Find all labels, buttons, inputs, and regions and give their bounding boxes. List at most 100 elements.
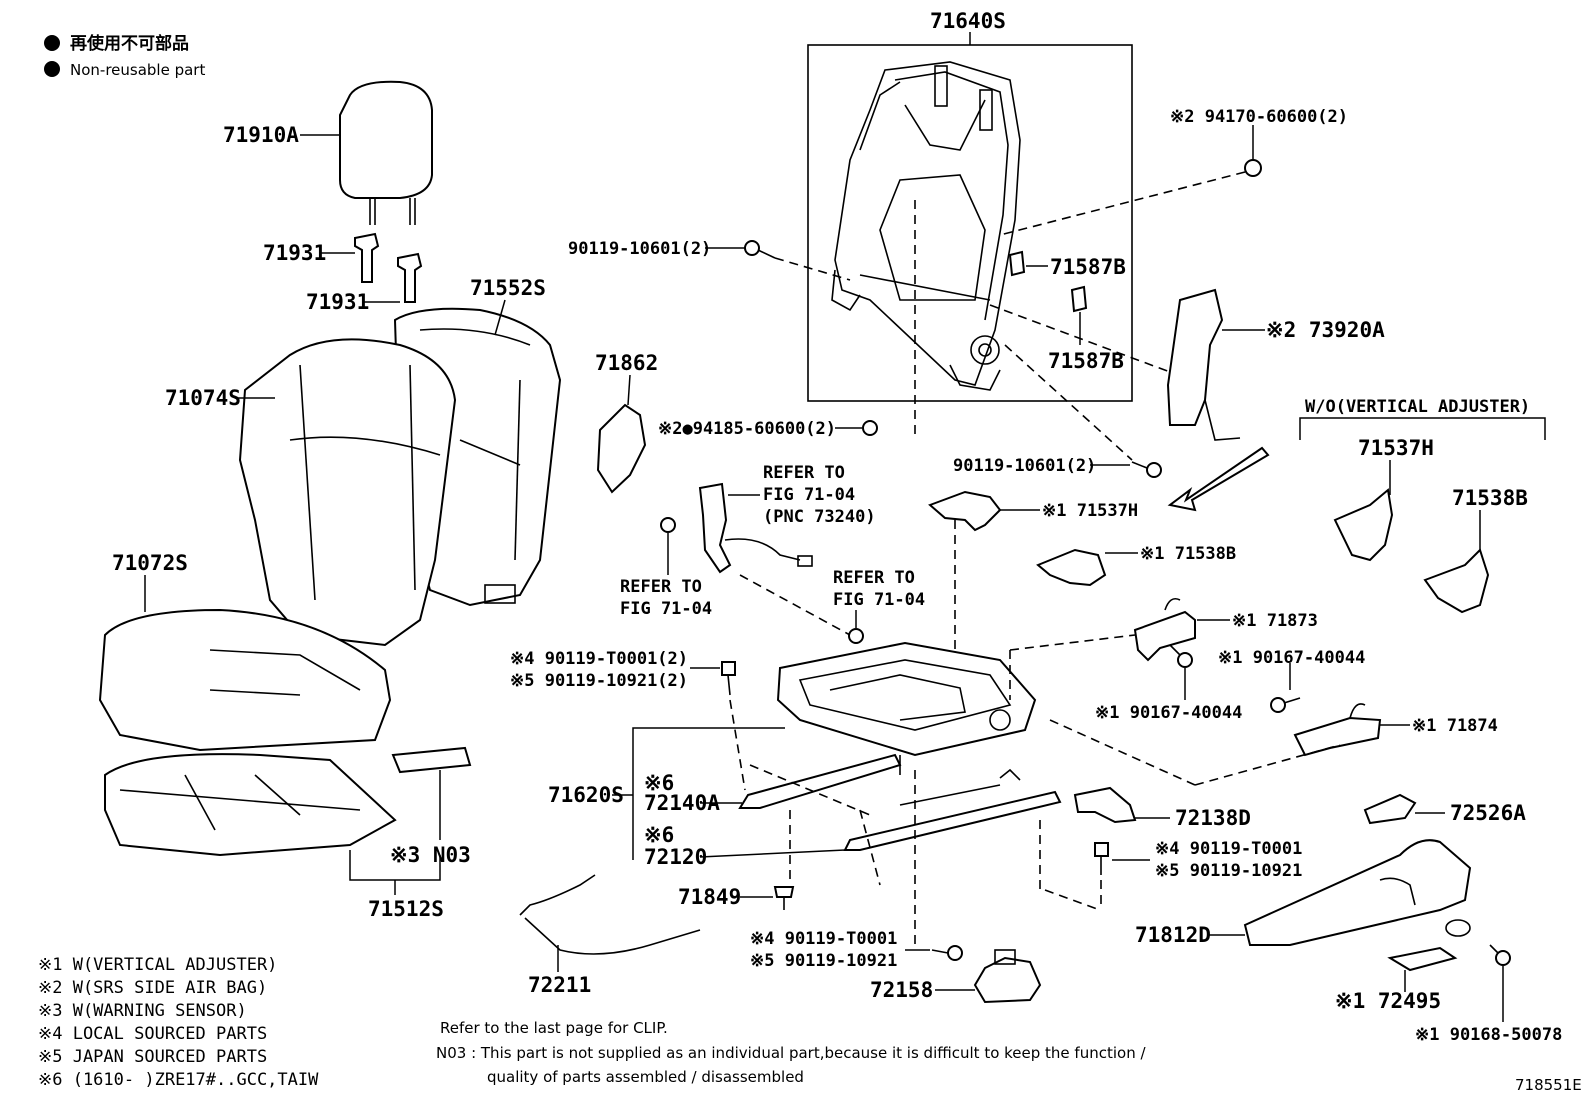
seat-cushion-pad-drawing [104,753,397,857]
height-adjuster-link-drawing [1036,548,1107,587]
part-94170-60600[interactable]: ※2 94170-60600(2) [1170,107,1348,127]
part-72158[interactable]: 72158 [870,978,933,1002]
note-3: ※3 W(WARNING SENSOR) [38,1001,247,1021]
seatback-cover-drawing [238,338,457,647]
bolt-icon [721,661,736,696]
part-90119-10601-a[interactable]: 90119-10601(2) [568,239,711,259]
part-71537H[interactable]: 71537H [1358,436,1434,460]
height-adjuster-link-drawing [1423,548,1490,614]
part-71873[interactable]: ※1 71873 [1232,611,1318,631]
part-71931-a[interactable]: 71931 [263,241,326,265]
part-72526A[interactable]: 72526A [1450,801,1526,825]
headrest-drawing [339,80,433,225]
seatbelt-buckle-drawing [698,482,813,574]
part-71849[interactable]: 71849 [678,885,741,909]
seat-cushion-cover-drawing [98,608,392,752]
cover-drawing [1387,919,1471,972]
part-71640S[interactable]: 71640S [930,9,1006,33]
seat-rail-drawing [738,753,1062,851]
part-90119-T0001-b[interactable]: ※4 90119-T0001 [1155,839,1302,859]
bolt-icon [773,886,795,910]
part-71587B-b[interactable]: 71587B [1048,349,1124,373]
note-1: ※1 W(VERTICAL ADJUSTER) [38,955,277,975]
part-71874[interactable]: ※1 71874 [1412,716,1498,736]
n03-note-line2: quality of parts assembled / disassemble… [487,1068,804,1086]
part-90168-50078[interactable]: ※1 90168-50078 [1415,1025,1562,1045]
note-2: ※2 W(SRS SIDE AIR BAG) [38,978,267,998]
screw-icon [1169,644,1193,668]
frame-box [807,44,1133,402]
wire-drawing [519,874,701,955]
non-reusable-legend: 再使用不可部品 Non-reusable part [44,33,205,79]
part-71538B[interactable]: 71538B [1452,486,1528,510]
notes-legend: ※1 W(VERTICAL ADJUSTER) ※2 W(SRS SIDE AI… [38,955,319,1090]
clip-reference: Refer to the last page for CLIP. [440,1019,668,1037]
part-71512S[interactable]: 71512S [368,897,444,921]
part-71812D[interactable]: 71812D [1135,923,1211,947]
part-71074S[interactable]: 71074S [165,386,241,410]
part-90119-10601-b[interactable]: 90119-10601(2) [953,456,1096,476]
refer-1-line2[interactable]: FIG 71-04 [763,485,855,505]
part-72120[interactable]: 72120 [644,845,707,869]
headrest-guide-drawing [354,232,423,303]
part-90167-40044-a[interactable]: ※1 90167-40044 [1218,648,1365,668]
bracket-drawing [1073,786,1137,824]
part-72138D[interactable]: 72138D [1175,806,1251,830]
arrow-icon [1167,446,1270,512]
part-71620S[interactable]: 71620S [548,783,624,807]
part-72140A[interactable]: 72140A [644,791,720,815]
part-6-a[interactable]: ※6 [644,771,674,795]
non-reusable-dot-icon [44,61,60,77]
seat-cushion-frame-drawing [776,641,1037,775]
part-71587B-a[interactable]: 71587B [1050,255,1126,279]
refer-2-line2[interactable]: FIG 71-04 [620,599,712,619]
part-73920A[interactable]: ※2 73920A [1266,318,1385,342]
height-adjuster-link-drawing [1333,488,1394,562]
part-71931-b[interactable]: 71931 [306,290,369,314]
side-airbag-drawing [1166,288,1241,441]
part-71862[interactable]: 71862 [595,351,658,375]
note-6: ※6 (1610- )ZRE17#..GCC,TAIW [38,1070,319,1090]
side-shield-drawing [1243,839,1472,946]
legend-jp: 再使用不可部品 [70,33,189,54]
side-bracket-drawing [596,403,647,494]
refer-1-line3[interactable]: (PNC 73240) [763,507,876,527]
height-adjuster-link-drawing [928,490,1002,532]
legend-en: Non-reusable part [70,61,205,79]
refer-2-line1[interactable]: REFER TO [620,577,702,597]
screw-icon [1270,697,1301,713]
part-94185-60600[interactable]: ※2●94185-60600(2) [658,419,836,439]
bolt-icon [1131,461,1162,478]
nut-icon [862,420,878,436]
part-72211[interactable]: 72211 [528,973,591,997]
part-71910A[interactable]: 71910A [223,123,299,147]
part-90119-10921-c[interactable]: ※5 90119-10921 [750,951,897,971]
part-90119-T0001-c[interactable]: ※4 90119-T0001 [750,929,897,949]
nut-icon [848,628,864,644]
part-71537H-star[interactable]: ※1 71537H [1042,501,1138,521]
nut-icon [1244,159,1262,177]
refer-3-line2[interactable]: FIG 71-04 [833,590,925,610]
part-71538B-star[interactable]: ※1 71538B [1140,544,1236,564]
part-N03[interactable]: ※3 N03 [390,843,471,867]
part-90119-10921-b[interactable]: ※5 90119-10921 [1155,861,1302,881]
bolt-icon [744,240,776,259]
wo-vertical-adjuster-label[interactable]: W/O(VERTICAL ADJUSTER) [1305,397,1530,417]
refer-1-line1[interactable]: REFER TO [763,463,845,483]
note-5: ※5 JAPAN SOURCED PARTS [38,1047,267,1067]
bolt-icon [1094,842,1109,875]
part-71552S[interactable]: 71552S [470,276,546,300]
part-71072S[interactable]: 71072S [112,551,188,575]
knob-drawing [1363,793,1417,825]
part-6-b[interactable]: ※6 [644,823,674,847]
refer-3-line1[interactable]: REFER TO [833,568,915,588]
non-reusable-dot-icon [44,35,60,51]
part-90119-T0001-a[interactable]: ※4 90119-T0001(2) [510,649,688,669]
link-bracket-drawing [1133,597,1196,662]
part-90119-10921-a[interactable]: ※5 90119-10921(2) [510,671,688,691]
note-4: ※4 LOCAL SOURCED PARTS [38,1024,267,1044]
part-72495[interactable]: ※1 72495 [1335,989,1441,1013]
part-90167-40044-b[interactable]: ※1 90167-40044 [1095,703,1242,723]
n03-note-line1: N03 : This part is not supplied as an in… [436,1044,1146,1062]
